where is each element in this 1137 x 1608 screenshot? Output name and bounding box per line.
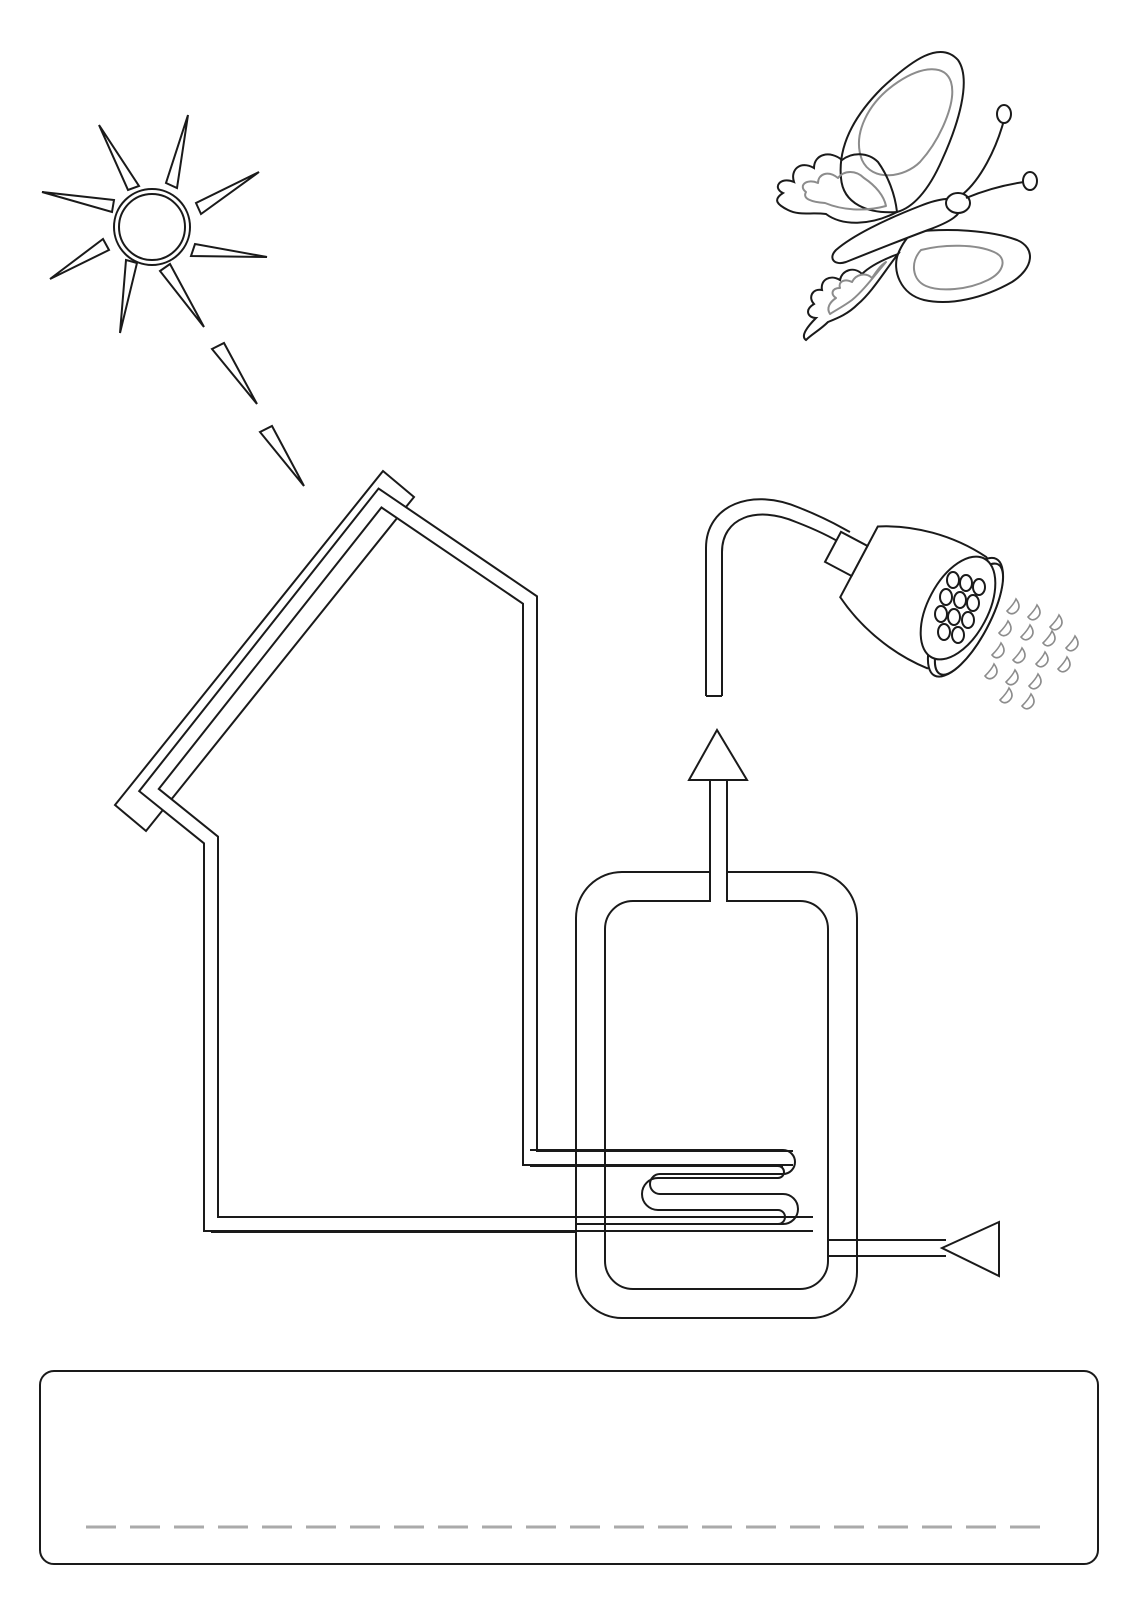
heat-exchanger-coil (211, 1149, 799, 1233)
sun-icon (41, 114, 268, 334)
nozzle-holes (934, 571, 986, 644)
shower-pipe (705, 498, 851, 697)
sun-ray-arrows (210, 341, 305, 487)
answer-box[interactable] (39, 1370, 1099, 1565)
cold-water-inlet (827, 1220, 1000, 1278)
shower-head-icon (823, 525, 1005, 678)
flow-arrow-icon (687, 728, 749, 781)
flow-arrow-icon (939, 1220, 1000, 1278)
hot-water-tank (575, 871, 858, 1319)
hot-water-outlet (687, 728, 749, 904)
water-drops-icon (983, 597, 1079, 710)
butterfly-icon (776, 50, 1038, 342)
collector-pipe (137, 487, 813, 1232)
